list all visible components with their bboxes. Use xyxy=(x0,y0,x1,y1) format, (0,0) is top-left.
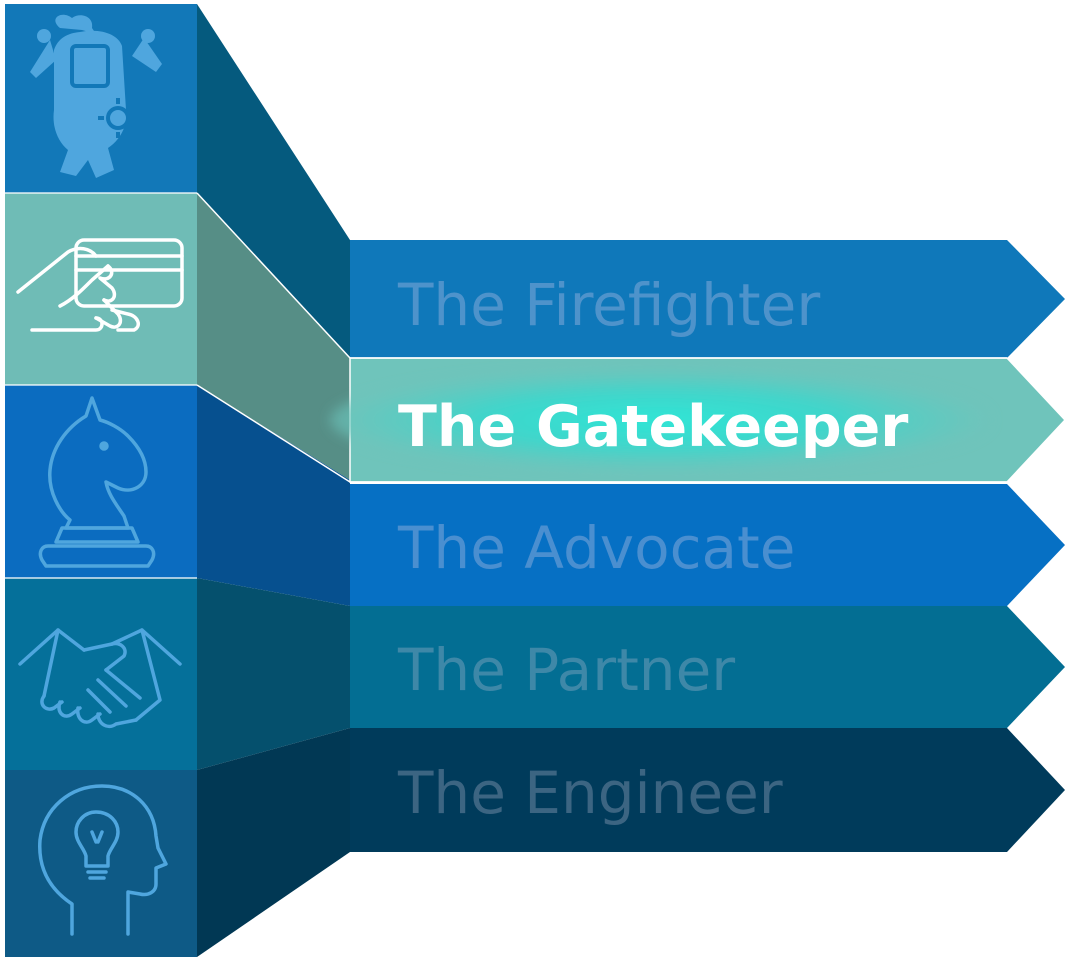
side-panel-engineer xyxy=(197,728,350,957)
label-partner: The Partner xyxy=(397,636,735,704)
tile-gatekeeper xyxy=(5,193,197,385)
band-firefighter[interactable] xyxy=(350,240,1065,358)
band-separators xyxy=(196,192,1007,483)
tile-engineer xyxy=(5,770,197,957)
band-partner[interactable] xyxy=(350,606,1065,728)
side-panel-advocate xyxy=(197,385,350,606)
tile-dividers xyxy=(5,192,197,579)
side-panel-firefighter xyxy=(197,4,350,358)
side-panel-partner xyxy=(197,578,350,770)
side-panel-gatekeeper xyxy=(197,193,350,480)
label-gatekeeper: The Gatekeeper xyxy=(398,394,908,460)
label-engineer: The Engineer xyxy=(397,759,783,827)
tile-partner xyxy=(5,578,197,770)
firefighter-icon-detail xyxy=(70,44,138,138)
chess-knight-icon xyxy=(38,396,156,568)
band-gatekeeper-glow xyxy=(330,368,990,472)
label-advocate: The Advocate xyxy=(397,514,795,582)
head-lightbulb-icon xyxy=(38,784,168,936)
label-firefighter: The Firefighter xyxy=(397,271,820,339)
handshake-icon xyxy=(18,628,182,729)
tile-advocate xyxy=(5,385,197,578)
hand-card-icon xyxy=(16,238,184,332)
band-advocate[interactable] xyxy=(350,484,1065,606)
band-engineer[interactable] xyxy=(350,728,1065,852)
